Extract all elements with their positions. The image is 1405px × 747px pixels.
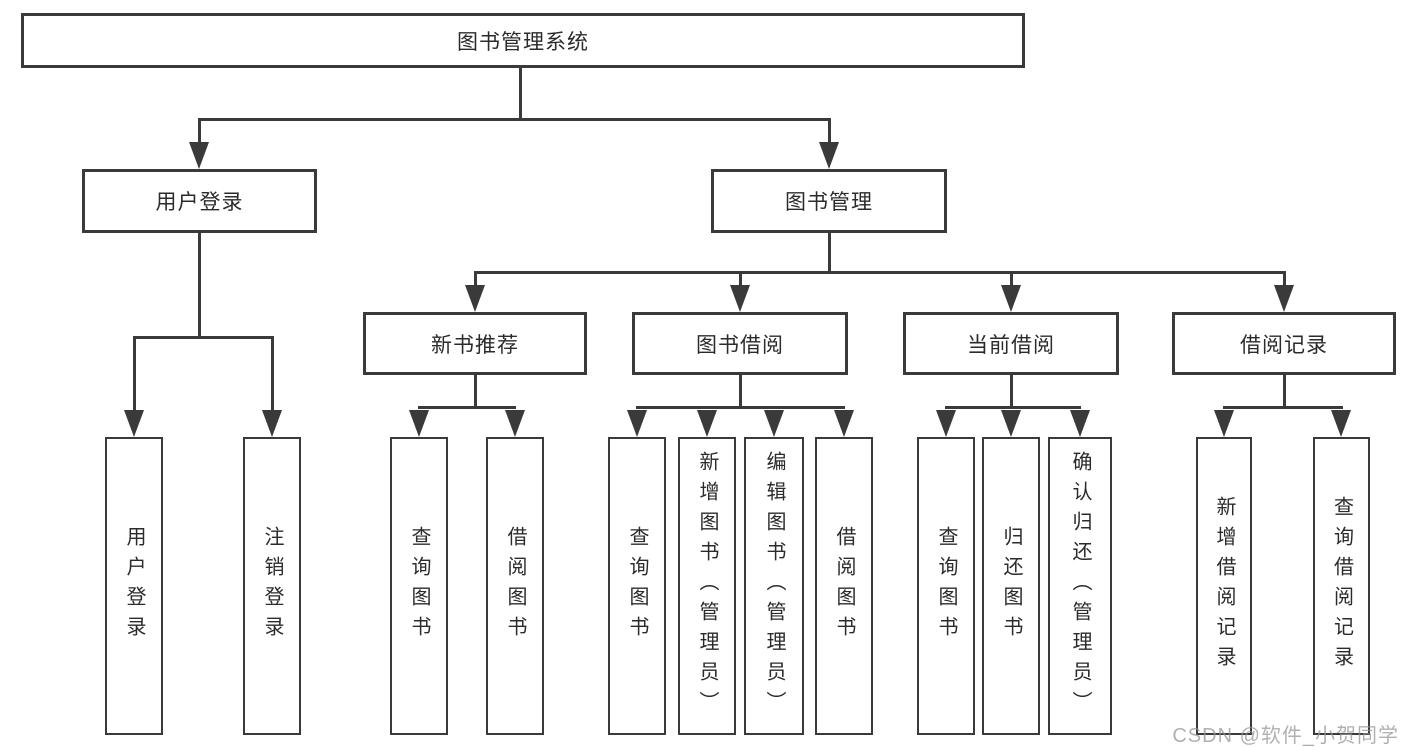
arrow-leaf-user-login bbox=[124, 410, 144, 437]
arrow-current-borrowing bbox=[1001, 285, 1021, 312]
arrow-leaf-return-books bbox=[1001, 410, 1021, 437]
arrow-user-login bbox=[189, 142, 209, 169]
arrow-borrowing-records bbox=[1274, 285, 1294, 312]
arrow-leaf-confirm-return bbox=[1070, 410, 1090, 437]
connector-new-book-leaf-branch bbox=[418, 406, 516, 409]
arrow-leaf-borrow-books-a bbox=[505, 410, 525, 437]
leaf-return-books: 归还图书 bbox=[982, 437, 1040, 735]
connector-current-borrowing-stem bbox=[1010, 375, 1013, 408]
leaf-add-books-admin: 新增图书（管理员） bbox=[678, 437, 736, 735]
leaf-logout: 注销登录 bbox=[243, 437, 301, 735]
connector-user-login-stem bbox=[198, 233, 201, 338]
connector-user-login-branch bbox=[133, 336, 274, 339]
arrow-book-borrowing bbox=[730, 285, 750, 312]
connector-borrowing-records-leaf-branch bbox=[1223, 406, 1343, 409]
arrow-leaf-add-books bbox=[697, 410, 717, 437]
arrow-book-management bbox=[819, 142, 839, 169]
arrow-leaf-query-books-a bbox=[409, 410, 429, 437]
connector-drop-current-borrowing bbox=[1010, 271, 1013, 287]
leaf-query-borrow-record: 查询借阅记录 bbox=[1313, 437, 1370, 735]
node-book-borrowing: 图书借阅 bbox=[632, 312, 848, 375]
leaf-add-borrow-record: 新增借阅记录 bbox=[1196, 437, 1252, 735]
connector-level2-branch bbox=[198, 118, 831, 121]
connector-book-management-stem bbox=[828, 233, 831, 273]
connector-new-book-stem bbox=[474, 375, 477, 408]
csdn-watermark: CSDN @软件_小贺同学 bbox=[1172, 725, 1399, 747]
leaf-confirm-return-admin: 确认归还（管理员） bbox=[1048, 437, 1112, 735]
arrow-leaf-query-books-b bbox=[627, 410, 647, 437]
leaf-query-books-a: 查询图书 bbox=[390, 437, 448, 735]
leaf-borrow-books-a: 借阅图书 bbox=[486, 437, 544, 735]
arrow-leaf-query-books-c bbox=[936, 410, 956, 437]
node-library-management-system: 图书管理系统 bbox=[21, 13, 1025, 68]
node-user-login: 用户登录 bbox=[82, 169, 317, 233]
connector-book-borrowing-stem bbox=[739, 375, 742, 408]
connector-drop-book-borrowing bbox=[739, 271, 742, 287]
node-current-borrowing: 当前借阅 bbox=[903, 312, 1119, 375]
node-borrowing-records: 借阅记录 bbox=[1172, 312, 1396, 375]
leaf-query-books-c: 查询图书 bbox=[917, 437, 975, 735]
connector-current-borrowing-leaf-branch bbox=[945, 406, 1081, 409]
arrow-leaf-add-borrow-record bbox=[1214, 410, 1234, 437]
node-new-book-recommendation: 新书推荐 bbox=[363, 312, 587, 375]
connector-book-borrowing-leaf-branch bbox=[636, 406, 845, 409]
arrow-new-book-recommendation bbox=[465, 285, 485, 312]
connector-root-stem bbox=[519, 66, 522, 121]
leaf-borrow-books-b: 借阅图书 bbox=[815, 437, 873, 735]
connector-drop-user-login bbox=[198, 118, 201, 144]
leaf-user-login: 用户登录 bbox=[105, 437, 163, 735]
connector-drop-leaf-user-login bbox=[133, 336, 136, 412]
connector-drop-new-book bbox=[474, 271, 477, 287]
connector-drop-leaf-logout bbox=[271, 336, 274, 412]
leaf-edit-books-admin: 编辑图书（管理员） bbox=[744, 437, 804, 735]
arrow-leaf-edit-books bbox=[764, 410, 784, 437]
connector-borrowing-records-stem bbox=[1283, 375, 1286, 408]
connector-drop-borrowing-records bbox=[1283, 271, 1286, 287]
leaf-query-books-b: 查询图书 bbox=[608, 437, 666, 735]
arrow-leaf-borrow-books-b bbox=[834, 410, 854, 437]
connector-drop-book-management bbox=[828, 118, 831, 144]
node-book-management: 图书管理 bbox=[711, 169, 947, 233]
arrow-leaf-logout bbox=[262, 410, 282, 437]
arrow-leaf-query-borrow-record bbox=[1331, 410, 1351, 437]
connector-level3-branch bbox=[474, 271, 1286, 274]
